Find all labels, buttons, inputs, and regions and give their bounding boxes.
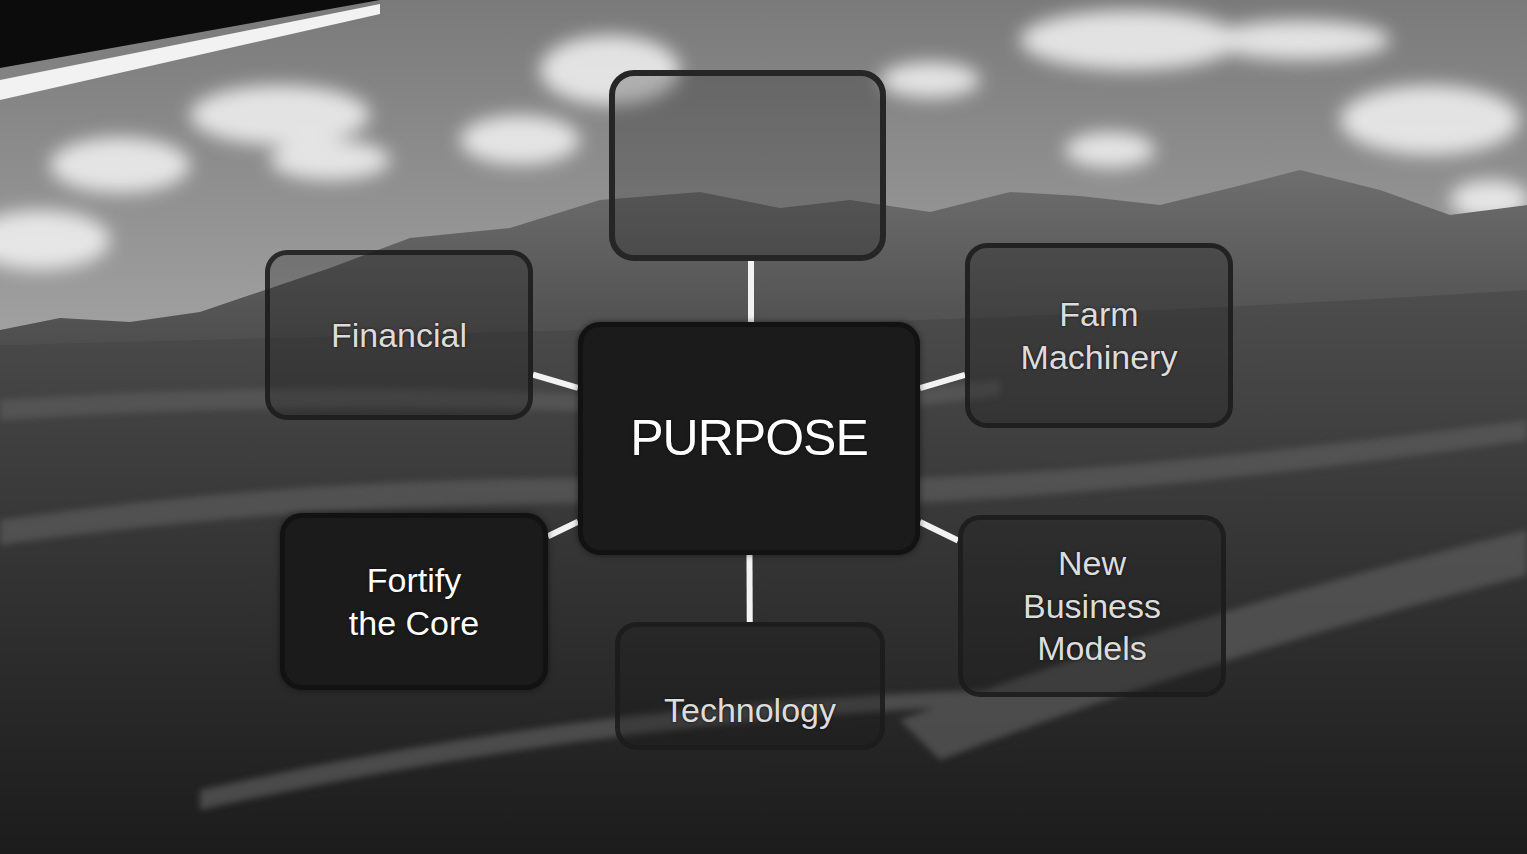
corner-streak bbox=[0, 0, 380, 68]
connector-line bbox=[746, 555, 752, 622]
node-label: Financial bbox=[331, 314, 467, 357]
node-label: New Business Models bbox=[1005, 542, 1180, 670]
node-label: Technology bbox=[664, 689, 836, 732]
field bbox=[0, 290, 1527, 854]
topic-box: Technology bbox=[615, 622, 885, 750]
node-label: PURPOSE bbox=[630, 407, 868, 470]
corner-streak bbox=[0, 4, 380, 100]
connector-line bbox=[920, 375, 965, 388]
connector-line bbox=[548, 522, 578, 537]
connector-line bbox=[533, 375, 578, 388]
topic-box: Fortify the Core bbox=[280, 513, 548, 690]
connector-line bbox=[920, 522, 958, 541]
empty-box bbox=[612, 73, 883, 258]
topic-box: New Business Models bbox=[958, 515, 1226, 697]
topic-box: Financial bbox=[265, 250, 533, 420]
node-label: Farm Machinery bbox=[1012, 293, 1187, 378]
hub-box: PURPOSE bbox=[578, 322, 920, 555]
field-bands bbox=[0, 380, 1527, 810]
leader-line bbox=[748, 261, 754, 322]
node-label: Fortify the Core bbox=[344, 559, 484, 644]
topic-box: Farm Machinery bbox=[965, 243, 1233, 428]
